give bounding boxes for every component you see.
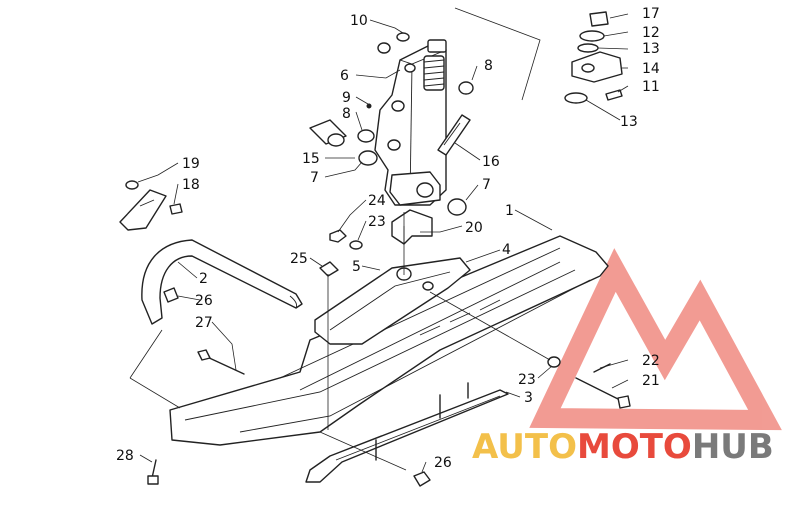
callout-label: 1 xyxy=(505,203,514,219)
callout-label: 7 xyxy=(310,170,319,186)
callout-label: 2 xyxy=(199,271,208,287)
svg-text:AUTOMOTOHUB: AUTOMOTOHUB xyxy=(472,427,774,467)
callout-label: 11 xyxy=(642,79,660,95)
watermark-part3: HUB xyxy=(692,427,774,467)
callout-label: 23 xyxy=(368,214,386,230)
callout-label: 26 xyxy=(434,455,452,471)
watermark-part2: MOTO xyxy=(577,427,692,467)
callout-label: 14 xyxy=(642,61,660,77)
callout-label: 23 xyxy=(518,372,536,388)
spindle-assembly xyxy=(374,39,471,206)
callout-label: 4 xyxy=(502,242,511,258)
bracket-assembly xyxy=(119,180,183,231)
callout-label: 3 xyxy=(524,390,533,406)
callout-label: 13 xyxy=(620,114,638,130)
callout-label: 8 xyxy=(484,58,493,74)
leader-lines xyxy=(129,212,551,471)
callout-label: 12 xyxy=(642,25,660,41)
watermark-part1: AUTO xyxy=(472,427,577,467)
callout-label: 15 xyxy=(302,151,320,167)
callout-label: 28 xyxy=(116,448,134,464)
callout-label: 27 xyxy=(195,315,213,331)
ski xyxy=(141,235,609,483)
callout-labels: 10 6 9 8 8 15 7 16 7 17 12 13 14 11 13 1… xyxy=(116,6,660,471)
spindle-spring xyxy=(423,55,445,91)
callout-label: 16 xyxy=(482,154,500,170)
callout-label: 10 xyxy=(350,13,368,29)
callout-label: 18 xyxy=(182,177,200,193)
callout-label: 25 xyxy=(290,251,308,267)
callout-label: 13 xyxy=(642,41,660,57)
callout-label: 21 xyxy=(642,373,660,389)
callout-label: 9 xyxy=(342,90,351,106)
callout-label: 5 xyxy=(352,259,361,275)
watermark-text: AUTOMOTOHUB xyxy=(472,427,774,467)
bolts xyxy=(147,261,631,487)
callout-label: 24 xyxy=(368,193,386,209)
callout-label: 8 xyxy=(342,106,351,122)
spacer-block xyxy=(391,209,433,245)
callout-label: 6 xyxy=(340,68,349,84)
bushings xyxy=(309,32,474,216)
callout-label: 7 xyxy=(482,177,491,193)
nut-washer-upper xyxy=(329,229,363,250)
callout-label: 26 xyxy=(195,293,213,309)
callout-label: 22 xyxy=(642,353,660,369)
callout-label: 19 xyxy=(182,156,200,172)
clamp-assembly xyxy=(454,7,623,104)
callout-label: 20 xyxy=(465,220,483,236)
callout-label: 17 xyxy=(642,6,660,22)
callout-leaders xyxy=(137,13,629,473)
watermark-logo xyxy=(529,248,782,431)
